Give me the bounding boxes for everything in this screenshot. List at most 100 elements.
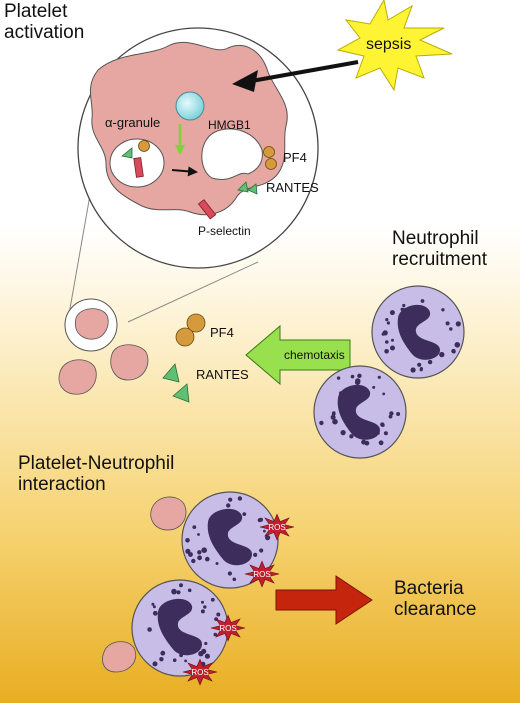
granule-dot: [147, 627, 152, 632]
granule-dot: [152, 661, 158, 667]
granule-dot: [386, 321, 390, 325]
granule-dot: [339, 391, 343, 396]
granule-dot: [420, 299, 425, 303]
granule-release-site: [201, 128, 263, 180]
granule-dot: [390, 345, 395, 351]
clearance-arrow: [275, 575, 373, 625]
granule-dot: [160, 650, 166, 656]
granule-dot: [449, 327, 453, 331]
granule-dot: [226, 503, 231, 508]
granule-dot: [381, 423, 385, 427]
neutrophil-lower: [313, 365, 407, 459]
pf4-granule-content: [138, 140, 150, 152]
granule-dot: [389, 411, 394, 416]
granule-dot: [410, 367, 416, 373]
title-line: interaction: [18, 474, 106, 495]
granule-dot: [388, 414, 393, 419]
title-line: clearance: [394, 599, 477, 620]
granule-dot: [200, 609, 205, 614]
platelet: [150, 496, 187, 531]
granule-dot: [159, 657, 164, 662]
sepsis-arrow: [245, 60, 359, 84]
granule-dot: [330, 414, 336, 420]
platelet: [102, 641, 137, 673]
ros-burst: ROS: [210, 614, 246, 642]
rantes-molecule: [237, 181, 249, 193]
granule-dot: [151, 602, 155, 606]
granule-dot: [332, 418, 338, 425]
title-line: recruitment: [392, 249, 488, 270]
granule-dot: [350, 374, 355, 379]
pf4-molecule: [186, 313, 206, 333]
granule-dot: [378, 440, 384, 446]
rantes-granule-content: [121, 147, 133, 159]
granule-dot: [201, 547, 207, 553]
granule-dot: [184, 659, 188, 663]
exocytosis-arrow: [171, 166, 198, 177]
granule-dot: [336, 376, 341, 380]
section-title-platelet-activation: Platelet activation: [4, 1, 84, 43]
granule-dot: [232, 577, 237, 582]
granule-dot: [171, 588, 177, 595]
title-line: Platelet-Neutrophil: [18, 453, 175, 474]
granule-dot: [385, 340, 389, 344]
granule-dot: [441, 308, 445, 312]
granule-dot: [391, 338, 394, 342]
granule-dot: [372, 385, 376, 389]
granule-dot: [377, 375, 381, 379]
granule-dot: [383, 431, 388, 436]
alpha-granule-label: α-granule: [105, 115, 161, 130]
granule-dot: [188, 552, 193, 557]
granule-dot: [266, 536, 270, 540]
title-line: activation: [4, 22, 85, 43]
ros-label: ROS: [191, 668, 208, 677]
granule-dot: [340, 430, 346, 436]
sepsis-label: sepsis: [366, 36, 412, 53]
ros-label: ROS: [219, 624, 236, 633]
pf4-molecule: [265, 158, 277, 170]
neutrophil-interacting-upper: [181, 491, 279, 589]
granule-dot: [454, 342, 461, 348]
granule-dot: [210, 597, 215, 602]
granule-dot: [215, 562, 219, 565]
granule-dot: [452, 350, 456, 354]
granule-dot: [176, 590, 181, 595]
granule-dot: [192, 525, 197, 529]
granule-dot: [179, 653, 184, 658]
granule-dot: [198, 651, 204, 657]
pf4-inset-label: PF4: [283, 150, 307, 165]
granule-dot: [439, 351, 445, 358]
zoom-lines: [67, 194, 259, 323]
pf4-molecule: [175, 327, 195, 347]
granule-dot: [455, 321, 461, 327]
granule-dot: [357, 373, 362, 378]
granule-dot: [203, 605, 207, 609]
granule-dot: [396, 412, 401, 416]
granule-dot: [191, 558, 196, 564]
pf4-label: PF4: [210, 325, 234, 340]
granule-dot: [227, 571, 232, 576]
sepsis-burst: [336, 0, 453, 92]
granule-dot: [402, 303, 406, 308]
p-selectin-label: P-selectin: [198, 224, 251, 238]
granule-dot: [445, 321, 450, 326]
ros-burst: ROS: [182, 658, 218, 686]
granule-dot: [242, 512, 247, 516]
granule-dot: [259, 548, 264, 553]
granule-dot: [259, 517, 263, 522]
rantes-molecule: [247, 183, 258, 195]
title-line: Bacteria: [394, 578, 464, 599]
chemotaxis-label: chemotaxis: [284, 348, 345, 362]
granule-dot: [185, 538, 190, 543]
granule-dot: [201, 600, 204, 604]
granule-dot: [355, 378, 361, 384]
granule-dot: [417, 362, 422, 367]
granule-dot: [253, 552, 258, 558]
granule-dot: [384, 349, 389, 354]
granule-dot: [197, 555, 203, 561]
granule-dot: [382, 392, 386, 396]
granule-dot: [331, 412, 336, 416]
p-selectin-membrane: [197, 199, 217, 220]
